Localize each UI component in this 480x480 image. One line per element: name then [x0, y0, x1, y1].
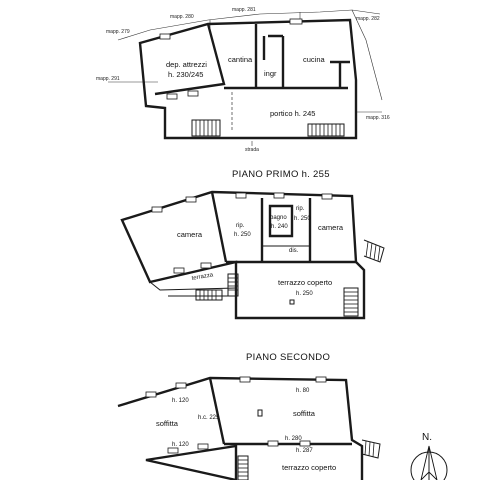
window	[159, 33, 171, 40]
room-label-dep-attrezzi: dep. attrezzi	[166, 60, 207, 69]
first-floor-wall-bagno	[268, 204, 294, 238]
room-label-terrazzo-coperto-2: terrazzo coperto	[282, 463, 336, 472]
room-height-rip-left: h. 250	[234, 232, 251, 238]
window	[145, 391, 157, 398]
room-label-dis: dis.	[289, 248, 299, 254]
window	[321, 193, 333, 200]
room-label-camera-left: camera	[177, 230, 203, 239]
room-label-camera-right: camera	[318, 223, 344, 232]
window	[239, 376, 251, 383]
first-floor-title: PIANO PRIMO h. 255	[232, 169, 330, 180]
parcel-boundary-east	[351, 9, 383, 101]
ground-floor-outer-wall	[138, 18, 358, 140]
window	[235, 192, 247, 199]
second-floor-outer-wall	[117, 376, 364, 480]
window	[267, 440, 279, 447]
window	[273, 192, 285, 199]
parcel-label-281: mapp. 281	[232, 7, 256, 13]
room-height-h280: h. 280	[285, 436, 302, 442]
window	[289, 18, 303, 25]
window	[151, 206, 163, 213]
room-height-rip-right: h. 250	[294, 216, 311, 222]
room-label-soffitta-left: soffitta	[156, 419, 179, 428]
window	[299, 440, 311, 447]
room-label-portico: portico h. 245	[270, 109, 315, 118]
first-floor-stair-terrazza	[195, 289, 223, 301]
second-floor-wall-divider	[208, 377, 226, 445]
second-floor-stair-east-exterior	[361, 439, 381, 459]
parcel-boundary-north	[117, 9, 381, 41]
parcel-label-291: mapp. 291	[96, 76, 120, 82]
window	[173, 267, 185, 274]
room-height-terrazzo-coperto: h. 250	[296, 291, 313, 297]
room-label-soffitta-right: soffitta	[293, 409, 316, 418]
parcel-label-282: mapp. 282	[356, 16, 380, 22]
parcel-label-279: mapp. 279	[106, 29, 130, 35]
room-height-h80: h. 80	[296, 388, 310, 394]
first-floor-stair-internal	[227, 273, 239, 297]
ground-floor-plan: mapp. 280 mapp. 281 mapp. 282 mapp. 279 …	[96, 7, 390, 153]
first-floor-wall-camera	[210, 191, 228, 263]
room-label-cantina: cantina	[228, 55, 253, 64]
first-floor-plan: PIANO PRIMO h. 255	[120, 169, 385, 320]
room-height-h120-bottom: h. 120	[172, 442, 189, 448]
room-height-hc225: h.c. 225	[198, 415, 220, 421]
window	[166, 93, 178, 100]
second-floor-plan: PIANO SECONDO h. 120 soffitta h.c. 225	[117, 352, 381, 480]
ground-floor-wall-cucina-top	[262, 34, 283, 60]
first-floor-stair-east-exterior	[363, 239, 385, 263]
window	[315, 376, 327, 383]
room-height-bagno: h. 240	[271, 224, 288, 230]
room-height-h120-top: h. 120	[172, 398, 189, 404]
room-height-dep-attrezzi: h. 230/245	[168, 70, 203, 79]
window	[185, 196, 197, 203]
street-label: strada	[245, 147, 259, 153]
ground-floor-stair-left	[191, 119, 221, 137]
window	[200, 262, 212, 269]
room-label-bagno: bagno	[270, 215, 287, 221]
window	[187, 90, 199, 97]
room-label-rip-left: rip.	[236, 223, 245, 229]
room-label-terrazzo-coperto: terrazzo coperto	[278, 278, 332, 287]
window	[167, 447, 179, 454]
room-label-terrazza: terrazza	[191, 272, 214, 282]
first-floor-stair-terrazzo	[343, 287, 359, 317]
second-floor-title: PIANO SECONDO	[246, 352, 330, 363]
window	[197, 443, 209, 450]
room-label-rip-right: rip.	[296, 206, 305, 212]
parcel-label-280: mapp. 280	[170, 14, 194, 20]
ground-floor-stair-right	[307, 123, 345, 137]
second-floor-chimney	[257, 409, 263, 417]
parcel-label-316: mapp. 316	[366, 115, 390, 121]
room-height-h287: h. 287	[296, 448, 313, 454]
second-floor-stair-internal	[237, 455, 249, 480]
room-label-cucina: cucina	[303, 55, 326, 64]
ground-floor-wall-dep	[154, 23, 226, 96]
first-floor-column	[289, 299, 295, 305]
north-arrow: N.	[410, 432, 448, 480]
window	[175, 382, 187, 389]
room-label-ingresso: ingr	[264, 69, 277, 78]
north-arrow-label: N.	[422, 432, 432, 443]
first-floor-terrazza-outline	[149, 281, 237, 297]
